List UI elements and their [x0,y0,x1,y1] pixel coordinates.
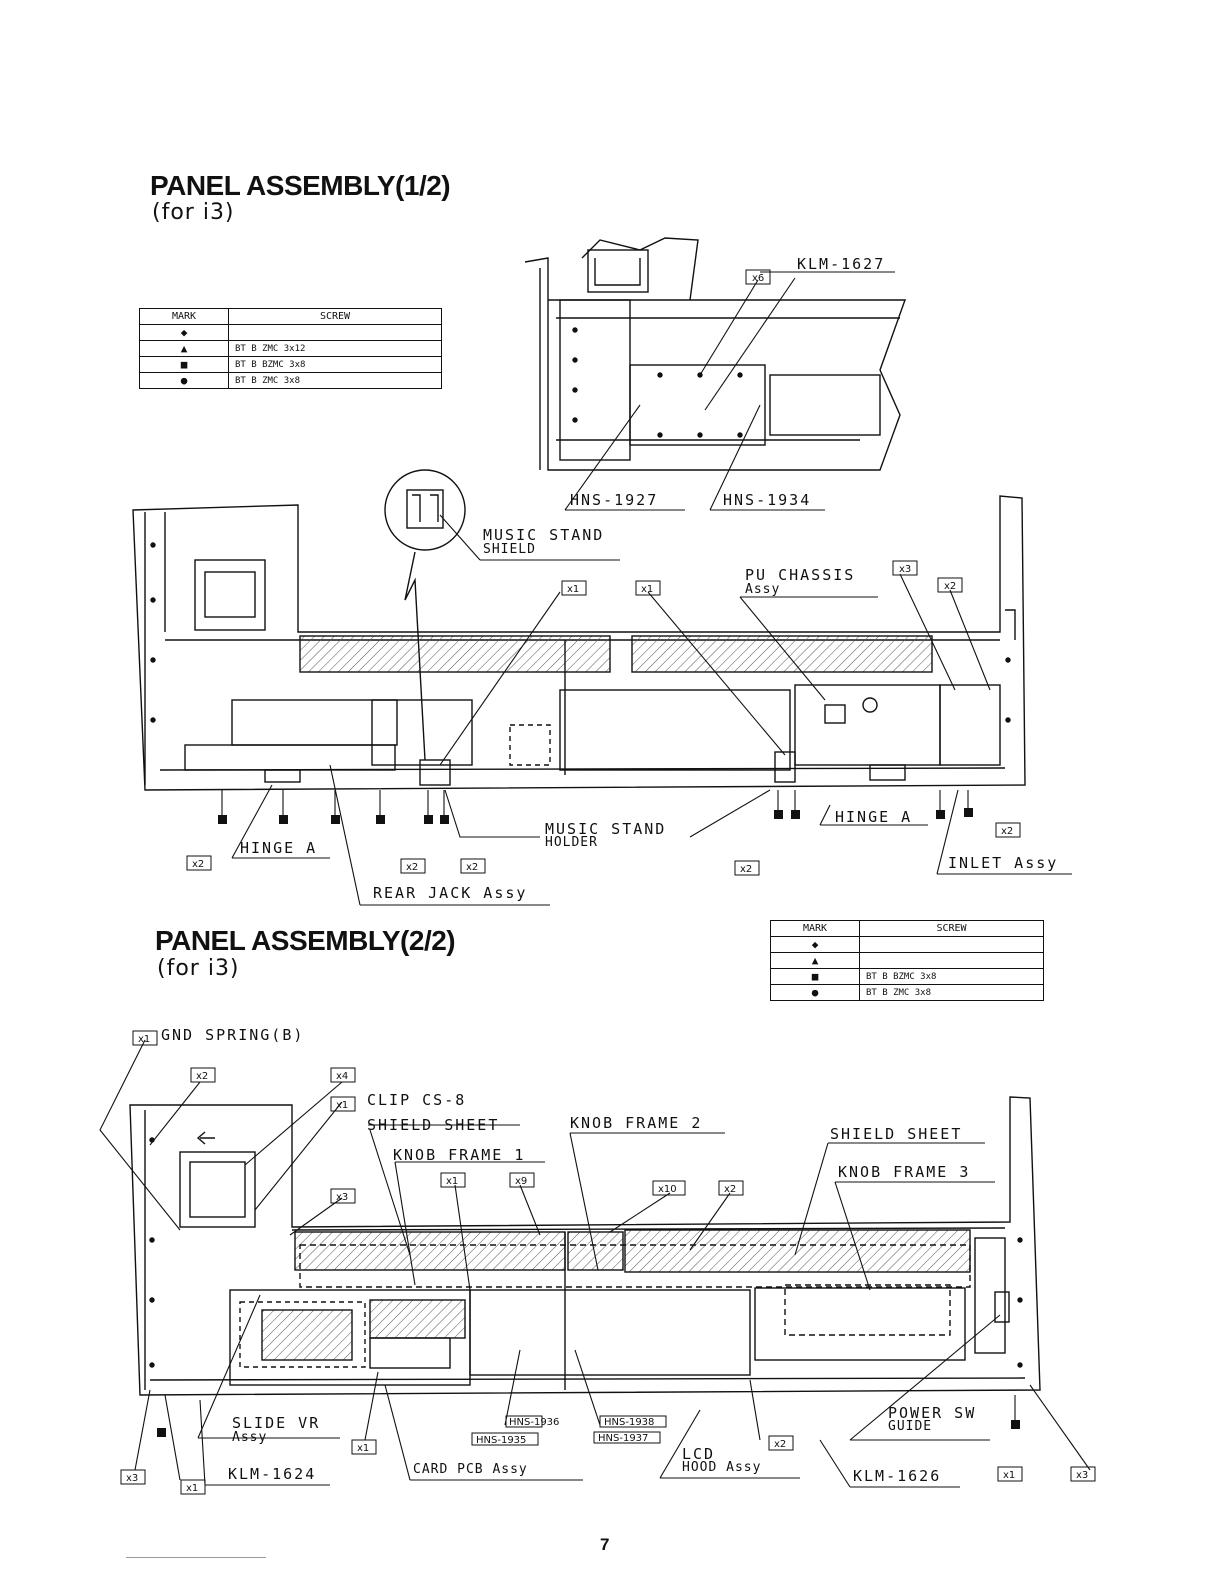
qty-x2-br: x2 [1001,826,1013,837]
panel-2-drawing [129,1096,1041,1396]
qty-x2-lcd: x2 [774,1439,786,1450]
label-power-sw-guide-1: POWER SW [888,1404,976,1422]
label-klm-1624: KLM-1624 [228,1465,316,1483]
label-pu-chassis-1: PU CHASSIS [745,566,855,584]
label-pu-chassis-2: Assy [745,582,780,597]
panel-1-drawing [132,469,1026,791]
label-music-stand-shield-2: SHIELD [483,542,536,557]
label-klm-1627: KLM-1627 [797,255,885,273]
table-row: ■ BT B BZMC 3x8 [770,968,1044,985]
qty-x2-top: x2 [944,581,956,592]
table-row: ● BT B ZMC 3x8 [770,984,1044,1001]
qty-x3: x3 [899,564,911,575]
qty-klm1627: x6 [752,273,764,284]
label-music-stand-holder-1: MUSIC STAND [545,820,666,838]
qty-x1-clip: x1 [336,1100,348,1111]
label-hns-1935: HNS-1935 [476,1435,526,1446]
label-clip-cs8: CLIP CS-8 [367,1091,466,1109]
qty-x1-bl: x1 [186,1483,198,1494]
label-hns-1927: HNS-1927 [570,491,658,509]
mark-circle-icon: ● [139,372,229,389]
screw-table-1: MARK SCREW ◆ ▲ BT B ZMC 3x12 ■ BT B BZMC… [139,308,442,389]
label-knob-frame-1: KNOB FRAME 1 [393,1146,525,1164]
qty-x1-card: x1 [357,1443,369,1454]
label-hns-1938: HNS-1938 [604,1417,654,1428]
label-hinge-a-left: HINGE A [240,839,317,857]
label-hinge-a-right: HINGE A [835,808,912,826]
table-row: ■ BT B BZMC 3x8 [139,356,442,373]
label-music-stand-holder-2: HOLDER [545,835,598,850]
label-shield-sheet-right: SHIELD SHEET [830,1125,962,1143]
label-knob-frame-3: KNOB FRAME 3 [838,1163,970,1181]
qty-x2-b1: x2 [406,862,418,873]
label-inlet: INLET Assy [948,854,1058,872]
label-rear-jack: REAR JACK Assy [373,884,527,902]
qty-x2-b2: x2 [466,862,478,873]
qty-x2-a: x2 [196,1071,208,1082]
mark-circle-icon: ● [770,984,860,1001]
label-klm-1626: KLM-1626 [853,1467,941,1485]
qty-x2-b: x2 [724,1184,736,1195]
qty-x1-a: x1 [567,584,579,595]
table-row: ▲ [770,952,1044,969]
qty-x1-br: x1 [1003,1470,1015,1481]
qty-x3-bl: x3 [126,1473,138,1484]
label-hns-1934: HNS-1934 [723,491,811,509]
detail-view-drawing [524,237,906,471]
section2-subtitle: (for i3) [157,956,240,981]
table-row: ● BT B ZMC 3x8 [139,372,442,389]
label-power-sw-guide-2: GUIDE [888,1419,932,1434]
label-slide-vr-1: SLIDE VR [232,1414,320,1432]
qty-x2-bm: x2 [740,864,752,875]
label-slide-vr-2: Assy [232,1430,267,1445]
screw-table-2: MARK SCREW ◆ ▲ ■ BT B BZMC 3x8 ● BT B ZM… [770,920,1044,1001]
qty-x10: x10 [658,1184,677,1195]
qty-x9: x9 [515,1176,527,1187]
qty-x1-b: x1 [641,584,653,595]
screw-spec: BT B ZMC 3x8 [859,984,1044,1001]
label-card-pcb: CARD PCB Assy [413,1462,528,1477]
qty-x1-kf: x1 [446,1176,458,1187]
label-hns-1936: HNS-1936 [509,1417,559,1428]
section2-title: PANEL ASSEMBLY(2/2) [155,925,456,956]
label-shield-sheet-left: SHIELD SHEET [367,1116,499,1134]
table-row: ◆ [770,936,1044,953]
page-number: 7 [600,1535,610,1554]
label-knob-frame-2: KNOB FRAME 2 [570,1114,702,1132]
label-gnd-spring: GND SPRING(B) [161,1026,304,1044]
section1-title: PANEL ASSEMBLY(1/2) [150,170,451,201]
qty-x3-br: x3 [1076,1470,1088,1481]
qty-x2-bl: x2 [192,859,204,870]
label-lcd-hood-1: LCD [682,1445,715,1463]
footer-rule [126,1557,266,1558]
screw-spec: BT B ZMC 3x8 [228,372,442,389]
section1-subtitle: (for i3) [152,200,235,225]
qty-x3-a: x3 [336,1192,348,1203]
qty-gnd: x1 [138,1034,150,1045]
screw-marks [157,808,1020,1437]
label-music-stand-shield-1: MUSIC STAND [483,526,604,544]
quantity-boxes [120,269,1096,1495]
label-lcd-hood-2: HOOD Assy [682,1460,761,1475]
label-hns-1937: HNS-1937 [598,1433,648,1444]
leader-lines [99,271,1091,1488]
qty-x4: x4 [336,1071,348,1082]
